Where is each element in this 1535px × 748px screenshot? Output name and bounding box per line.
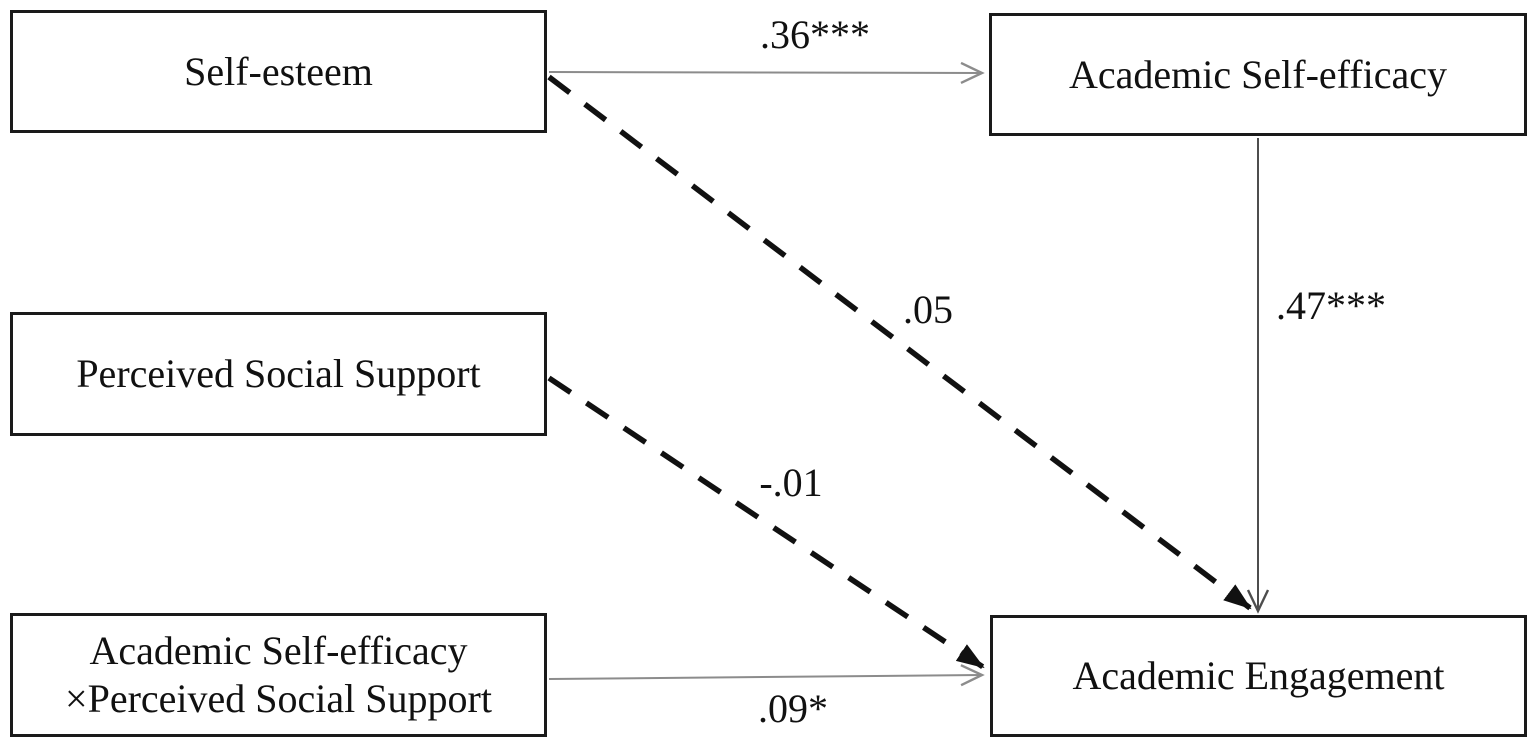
node-academic-engagement: Academic Engagement [990,615,1527,737]
edge-interaction-to-academic-engagement [548,664,985,687]
node-self-esteem-label: Self-esteem [184,48,373,94]
edge-self-esteem-to-academic-self-efficacy [548,61,985,85]
coefficient-self-esteem-to-academic-self-efficacy: .36*** [760,11,870,57]
node-academic-engagement-label: Academic Engagement [1072,653,1445,698]
node-perceived-social-support: Perceived Social Support [10,312,547,436]
edge-self-esteem-to-academic-engagement-dashed [547,74,1252,611]
node-interaction-label-line1: Academic Self-efficacy [89,628,468,673]
node-self-esteem: Self-esteem [10,10,547,133]
node-academic-self-efficacy-label: Academic Self-efficacy [1069,51,1447,97]
node-interaction-term: Academic Self-efficacy ×Perceived Social… [10,613,547,737]
coefficient-interaction-to-academic-engagement: .09* [758,685,828,731]
edge-perceived-social-support-to-academic-engagement-dashed [547,375,985,670]
coefficient-self-esteem-to-academic-engagement: .05 [903,286,953,332]
node-interaction-label-line2: ×Perceived Social Support [65,676,492,721]
coefficient-perceived-social-support-to-academic-engagement: -.01 [759,459,823,505]
node-perceived-social-support-label: Perceived Social Support [76,351,481,396]
coefficient-academic-self-efficacy-to-academic-engagement: .47*** [1276,282,1386,328]
node-academic-self-efficacy: Academic Self-efficacy [989,13,1527,136]
